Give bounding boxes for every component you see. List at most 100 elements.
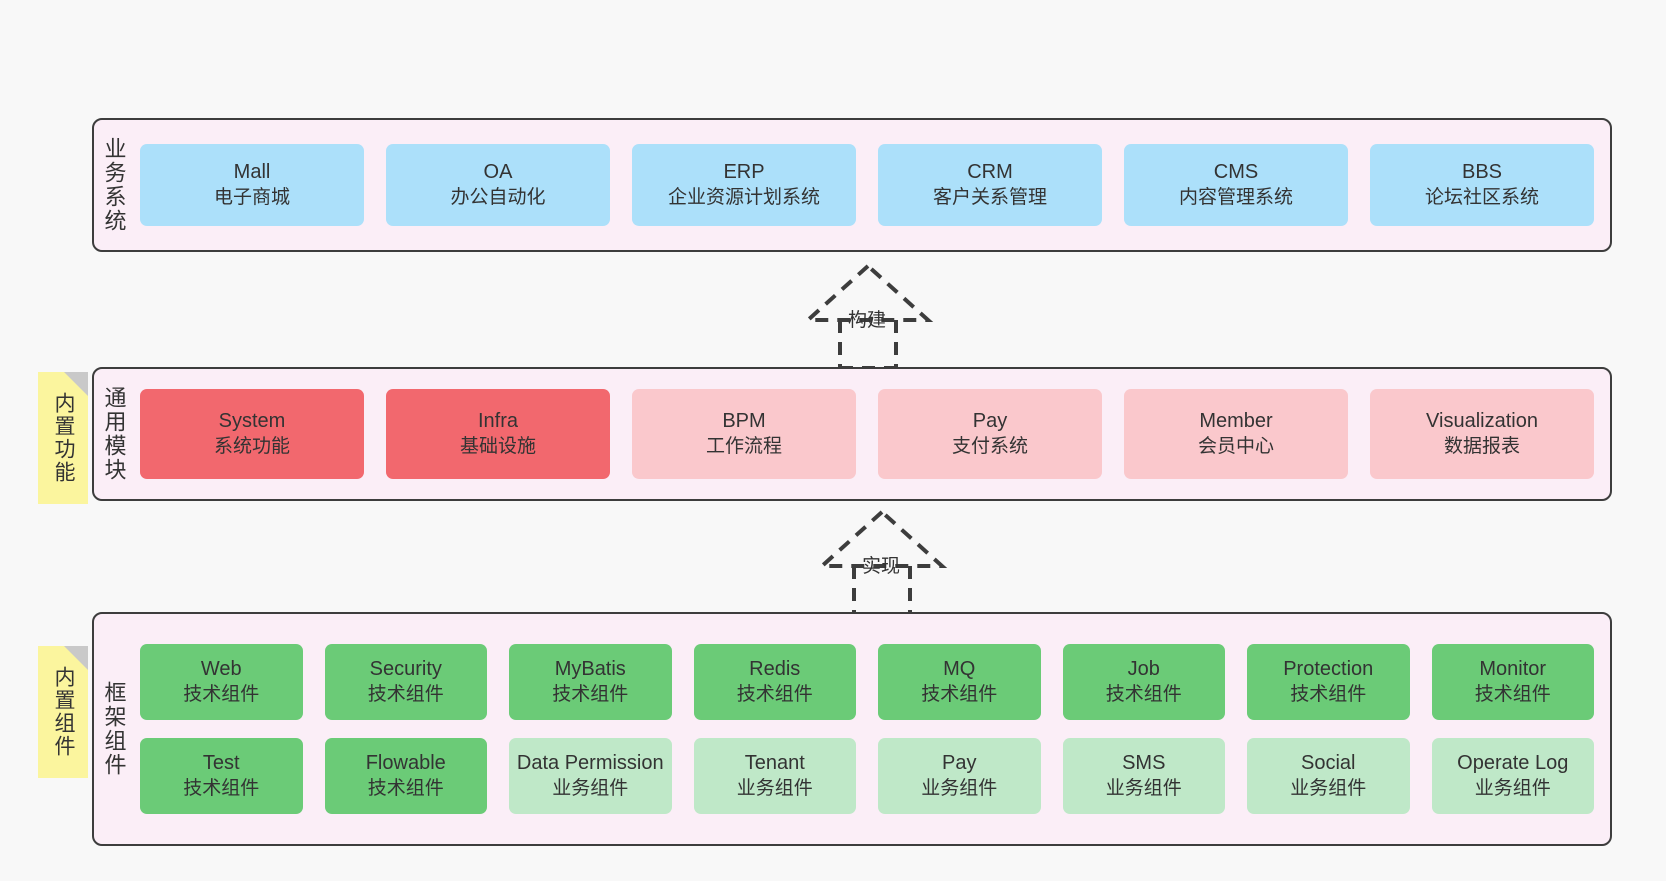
connector-implement-label: 实现	[862, 556, 901, 577]
node-subtitle: 基础设施	[459, 435, 536, 457]
note-fold-corner-icon	[64, 372, 88, 396]
layer-body-common-modules: System 系统功能 Infra 基础设施 BPM 工作流程 Pay 支付系统…	[134, 369, 1610, 499]
node-subtitle: 技术组件	[1290, 683, 1367, 705]
node-erp[interactable]: ERP 企业资源计划系统	[632, 144, 856, 226]
note-label: 内置功能	[52, 392, 76, 484]
node-subtitle: 技术组件	[552, 683, 629, 705]
node-subtitle: 企业资源计划系统	[667, 186, 820, 208]
node-member[interactable]: Member 会员中心	[1124, 389, 1348, 479]
node-title: MQ	[943, 658, 976, 681]
node-system[interactable]: System 系统功能	[140, 389, 364, 479]
node-title: Test	[202, 752, 240, 775]
note-builtin-components: 内置组件	[38, 646, 88, 778]
node-redis[interactable]: Redis 技术组件	[693, 644, 856, 720]
node-bpm[interactable]: BPM 工作流程	[632, 389, 856, 479]
node-title: Job	[1127, 658, 1160, 681]
node-subtitle: 系统功能	[213, 435, 290, 457]
node-subtitle: 技术组件	[183, 683, 260, 705]
node-title: Protection	[1283, 658, 1374, 681]
layer-common-modules: 通用模块 System 系统功能 Infra 基础设施 BPM 工作流程 Pay…	[92, 367, 1612, 501]
node-pay-component[interactable]: Pay 业务组件	[878, 738, 1041, 814]
layer-body-framework-components: Web 技术组件 Security 技术组件 MyBatis 技术组件 Redi…	[134, 614, 1610, 844]
note-builtin-functions: 内置功能	[38, 372, 88, 504]
node-title: Tenant	[744, 752, 805, 775]
node-title: Pay	[972, 410, 1008, 433]
node-subtitle: 业务组件	[1290, 777, 1367, 799]
note-label: 内置组件	[52, 666, 76, 758]
node-monitor[interactable]: Monitor 技术组件	[1431, 644, 1594, 720]
node-title: CRM	[967, 161, 1013, 184]
node-test[interactable]: Test 技术组件	[140, 738, 303, 814]
node-title: Visualization	[1426, 410, 1538, 433]
node-security[interactable]: Security 技术组件	[324, 644, 487, 720]
node-subtitle: 办公自动化	[450, 186, 546, 208]
node-subtitle: 技术组件	[367, 683, 444, 705]
layer-body-business-systems: Mall 电子商城 OA 办公自动化 ERP 企业资源计划系统 CRM 客户关系…	[134, 120, 1610, 250]
node-pay-module[interactable]: Pay 支付系统	[878, 389, 1102, 479]
node-visualization[interactable]: Visualization 数据报表	[1370, 389, 1594, 479]
node-row: System 系统功能 Infra 基础设施 BPM 工作流程 Pay 支付系统…	[140, 389, 1594, 479]
node-subtitle: 技术组件	[736, 683, 813, 705]
node-title: BBS	[1461, 161, 1503, 184]
node-subtitle: 业务组件	[921, 777, 998, 799]
node-mall[interactable]: Mall 电子商城	[140, 144, 364, 226]
node-title: MyBatis	[554, 658, 626, 681]
connector-build-label: 构建	[848, 310, 887, 331]
node-subtitle: 电子商城	[213, 186, 290, 208]
node-operate-log[interactable]: Operate Log 业务组件	[1431, 738, 1594, 814]
layer-label-framework-components: 框架组件	[101, 681, 127, 777]
node-row: Mall 电子商城 OA 办公自动化 ERP 企业资源计划系统 CRM 客户关系…	[140, 144, 1594, 226]
node-subtitle: 内容管理系统	[1178, 186, 1293, 208]
node-subtitle: 技术组件	[921, 683, 998, 705]
node-infra[interactable]: Infra 基础设施	[386, 389, 610, 479]
node-title: CMS	[1213, 161, 1259, 184]
node-title: Operate Log	[1457, 752, 1569, 775]
node-title: Web	[200, 658, 242, 681]
node-subtitle: 数据报表	[1443, 435, 1520, 457]
node-subtitle: 技术组件	[367, 777, 444, 799]
node-row: Web 技术组件 Security 技术组件 MyBatis 技术组件 Redi…	[140, 644, 1594, 720]
node-flowable[interactable]: Flowable 技术组件	[324, 738, 487, 814]
node-title: OA	[483, 161, 513, 184]
layer-label-common-modules: 通用模块	[101, 386, 127, 482]
node-cms[interactable]: CMS 内容管理系统	[1124, 144, 1348, 226]
node-subtitle: 业务组件	[552, 777, 629, 799]
node-subtitle: 会员中心	[1197, 435, 1274, 457]
node-title: Member	[1199, 410, 1273, 433]
node-social[interactable]: Social 业务组件	[1247, 738, 1410, 814]
node-subtitle: 业务组件	[736, 777, 813, 799]
node-subtitle: 论坛社区系统	[1424, 186, 1539, 208]
node-subtitle: 技术组件	[1105, 683, 1182, 705]
node-row: Test 技术组件 Flowable 技术组件 Data Permission …	[140, 738, 1594, 814]
node-data-permission[interactable]: Data Permission 业务组件	[509, 738, 672, 814]
node-title: Mall	[233, 161, 271, 184]
node-job[interactable]: Job 技术组件	[1062, 644, 1225, 720]
node-mybatis[interactable]: MyBatis 技术组件	[509, 644, 672, 720]
node-title: System	[218, 410, 286, 433]
node-title: Monitor	[1479, 658, 1547, 681]
node-subtitle: 工作流程	[705, 435, 782, 457]
node-title: Redis	[749, 658, 801, 681]
node-title: SMS	[1122, 752, 1166, 775]
node-subtitle: 客户关系管理	[932, 186, 1047, 208]
node-title: Flowable	[365, 752, 446, 775]
layer-business-systems: 业务系统 Mall 电子商城 OA 办公自动化 ERP 企业资源计划系统 CRM…	[92, 118, 1612, 252]
node-title: Infra	[477, 410, 519, 433]
node-bbs[interactable]: BBS 论坛社区系统	[1370, 144, 1594, 226]
node-protection[interactable]: Protection 技术组件	[1247, 644, 1410, 720]
node-sms[interactable]: SMS 业务组件	[1062, 738, 1225, 814]
node-tenant[interactable]: Tenant 业务组件	[693, 738, 856, 814]
node-title: BPM	[722, 410, 766, 433]
node-crm[interactable]: CRM 客户关系管理	[878, 144, 1102, 226]
layer-label-business-systems: 业务系统	[101, 137, 127, 233]
layer-framework-components: 框架组件 Web 技术组件 Security 技术组件 MyBatis 技术组件…	[92, 612, 1612, 846]
node-title: Pay	[942, 752, 977, 775]
node-subtitle: 技术组件	[183, 777, 260, 799]
node-title: ERP	[723, 161, 765, 184]
node-mq[interactable]: MQ 技术组件	[878, 644, 1041, 720]
node-oa[interactable]: OA 办公自动化	[386, 144, 610, 226]
node-subtitle: 业务组件	[1474, 777, 1551, 799]
node-subtitle: 技术组件	[1474, 683, 1551, 705]
node-web[interactable]: Web 技术组件	[140, 644, 303, 720]
